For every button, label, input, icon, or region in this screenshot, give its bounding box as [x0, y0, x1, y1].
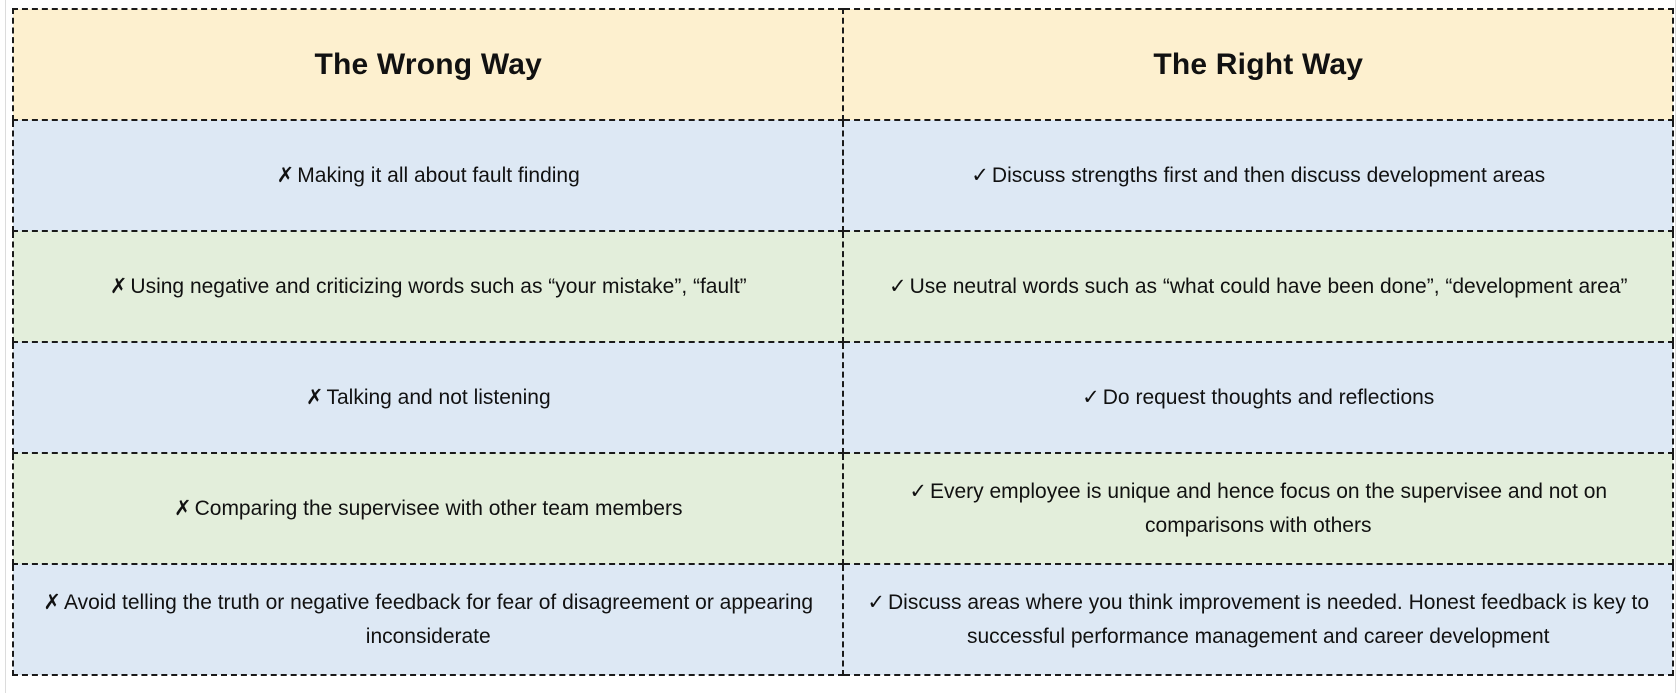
check-mark-icon: ✓: [909, 479, 927, 503]
cross-mark-icon: ✗: [109, 274, 128, 298]
sheet-gridline: [5, 0, 6, 693]
wrong-way-cell[interactable]: ✗Avoid telling the truth or negative fee…: [11, 563, 845, 676]
right-way-cell[interactable]: ✓Every employee is unique and hence focu…: [842, 452, 1674, 565]
wrong-way-cell[interactable]: ✗Comparing the supervisee with other tea…: [11, 452, 845, 565]
cross-mark-icon: ✗: [173, 496, 192, 520]
right-way-cell[interactable]: ✓Use neutral words such as “what could h…: [842, 230, 1674, 343]
wrong-way-text: Talking and not listening: [326, 385, 551, 409]
table-row: ✗Talking and not listening ✓Do request t…: [11, 341, 1674, 454]
right-way-text: Every employee is unique and hence focus…: [929, 479, 1608, 537]
cross-mark-icon: ✗: [305, 385, 324, 409]
right-way-text: Discuss strengths first and then discuss…: [991, 163, 1546, 187]
wrong-way-cell[interactable]: ✗Making it all about fault finding: [11, 119, 845, 232]
right-way-text: Do request thoughts and reflections: [1102, 385, 1435, 409]
right-way-cell[interactable]: ✓Discuss areas where you think improveme…: [842, 563, 1674, 676]
check-mark-icon: ✓: [888, 274, 907, 298]
comparison-table: The Wrong Way The Right Way ✗Making it a…: [11, 8, 1674, 676]
table-row: ✗Using negative and criticizing words su…: [11, 230, 1674, 343]
table-row: ✗Avoid telling the truth or negative fee…: [11, 563, 1674, 676]
check-mark-icon: ✓: [1082, 385, 1100, 409]
check-mark-icon: ✓: [971, 163, 989, 187]
right-way-header[interactable]: The Right Way: [842, 8, 1674, 121]
right-way-text: Use neutral words such as “what could ha…: [909, 274, 1628, 298]
check-mark-icon: ✓: [867, 590, 886, 614]
wrong-way-header[interactable]: The Wrong Way: [11, 8, 845, 121]
table-row: ✗Comparing the supervisee with other tea…: [11, 452, 1674, 565]
right-way-text: Discuss areas where you think improvemen…: [888, 590, 1650, 648]
cross-mark-icon: ✗: [276, 163, 295, 187]
table-row: ✗Making it all about fault finding ✓Disc…: [11, 119, 1674, 232]
sheet-gridline: [1675, 0, 1676, 693]
cross-mark-icon: ✗: [43, 590, 61, 614]
wrong-way-text: Using negative and criticizing words suc…: [130, 274, 747, 298]
right-way-cell[interactable]: ✓Do request thoughts and reflections: [842, 341, 1674, 454]
wrong-way-text: Avoid telling the truth or negative feed…: [64, 590, 814, 648]
header-row: The Wrong Way The Right Way: [11, 8, 1674, 121]
wrong-way-text: Comparing the supervisee with other team…: [194, 496, 683, 520]
right-way-cell[interactable]: ✓Discuss strengths first and then discus…: [842, 119, 1674, 232]
wrong-way-text: Making it all about fault finding: [297, 163, 580, 187]
wrong-way-cell[interactable]: ✗Using negative and criticizing words su…: [11, 230, 845, 343]
wrong-way-cell[interactable]: ✗Talking and not listening: [11, 341, 845, 454]
